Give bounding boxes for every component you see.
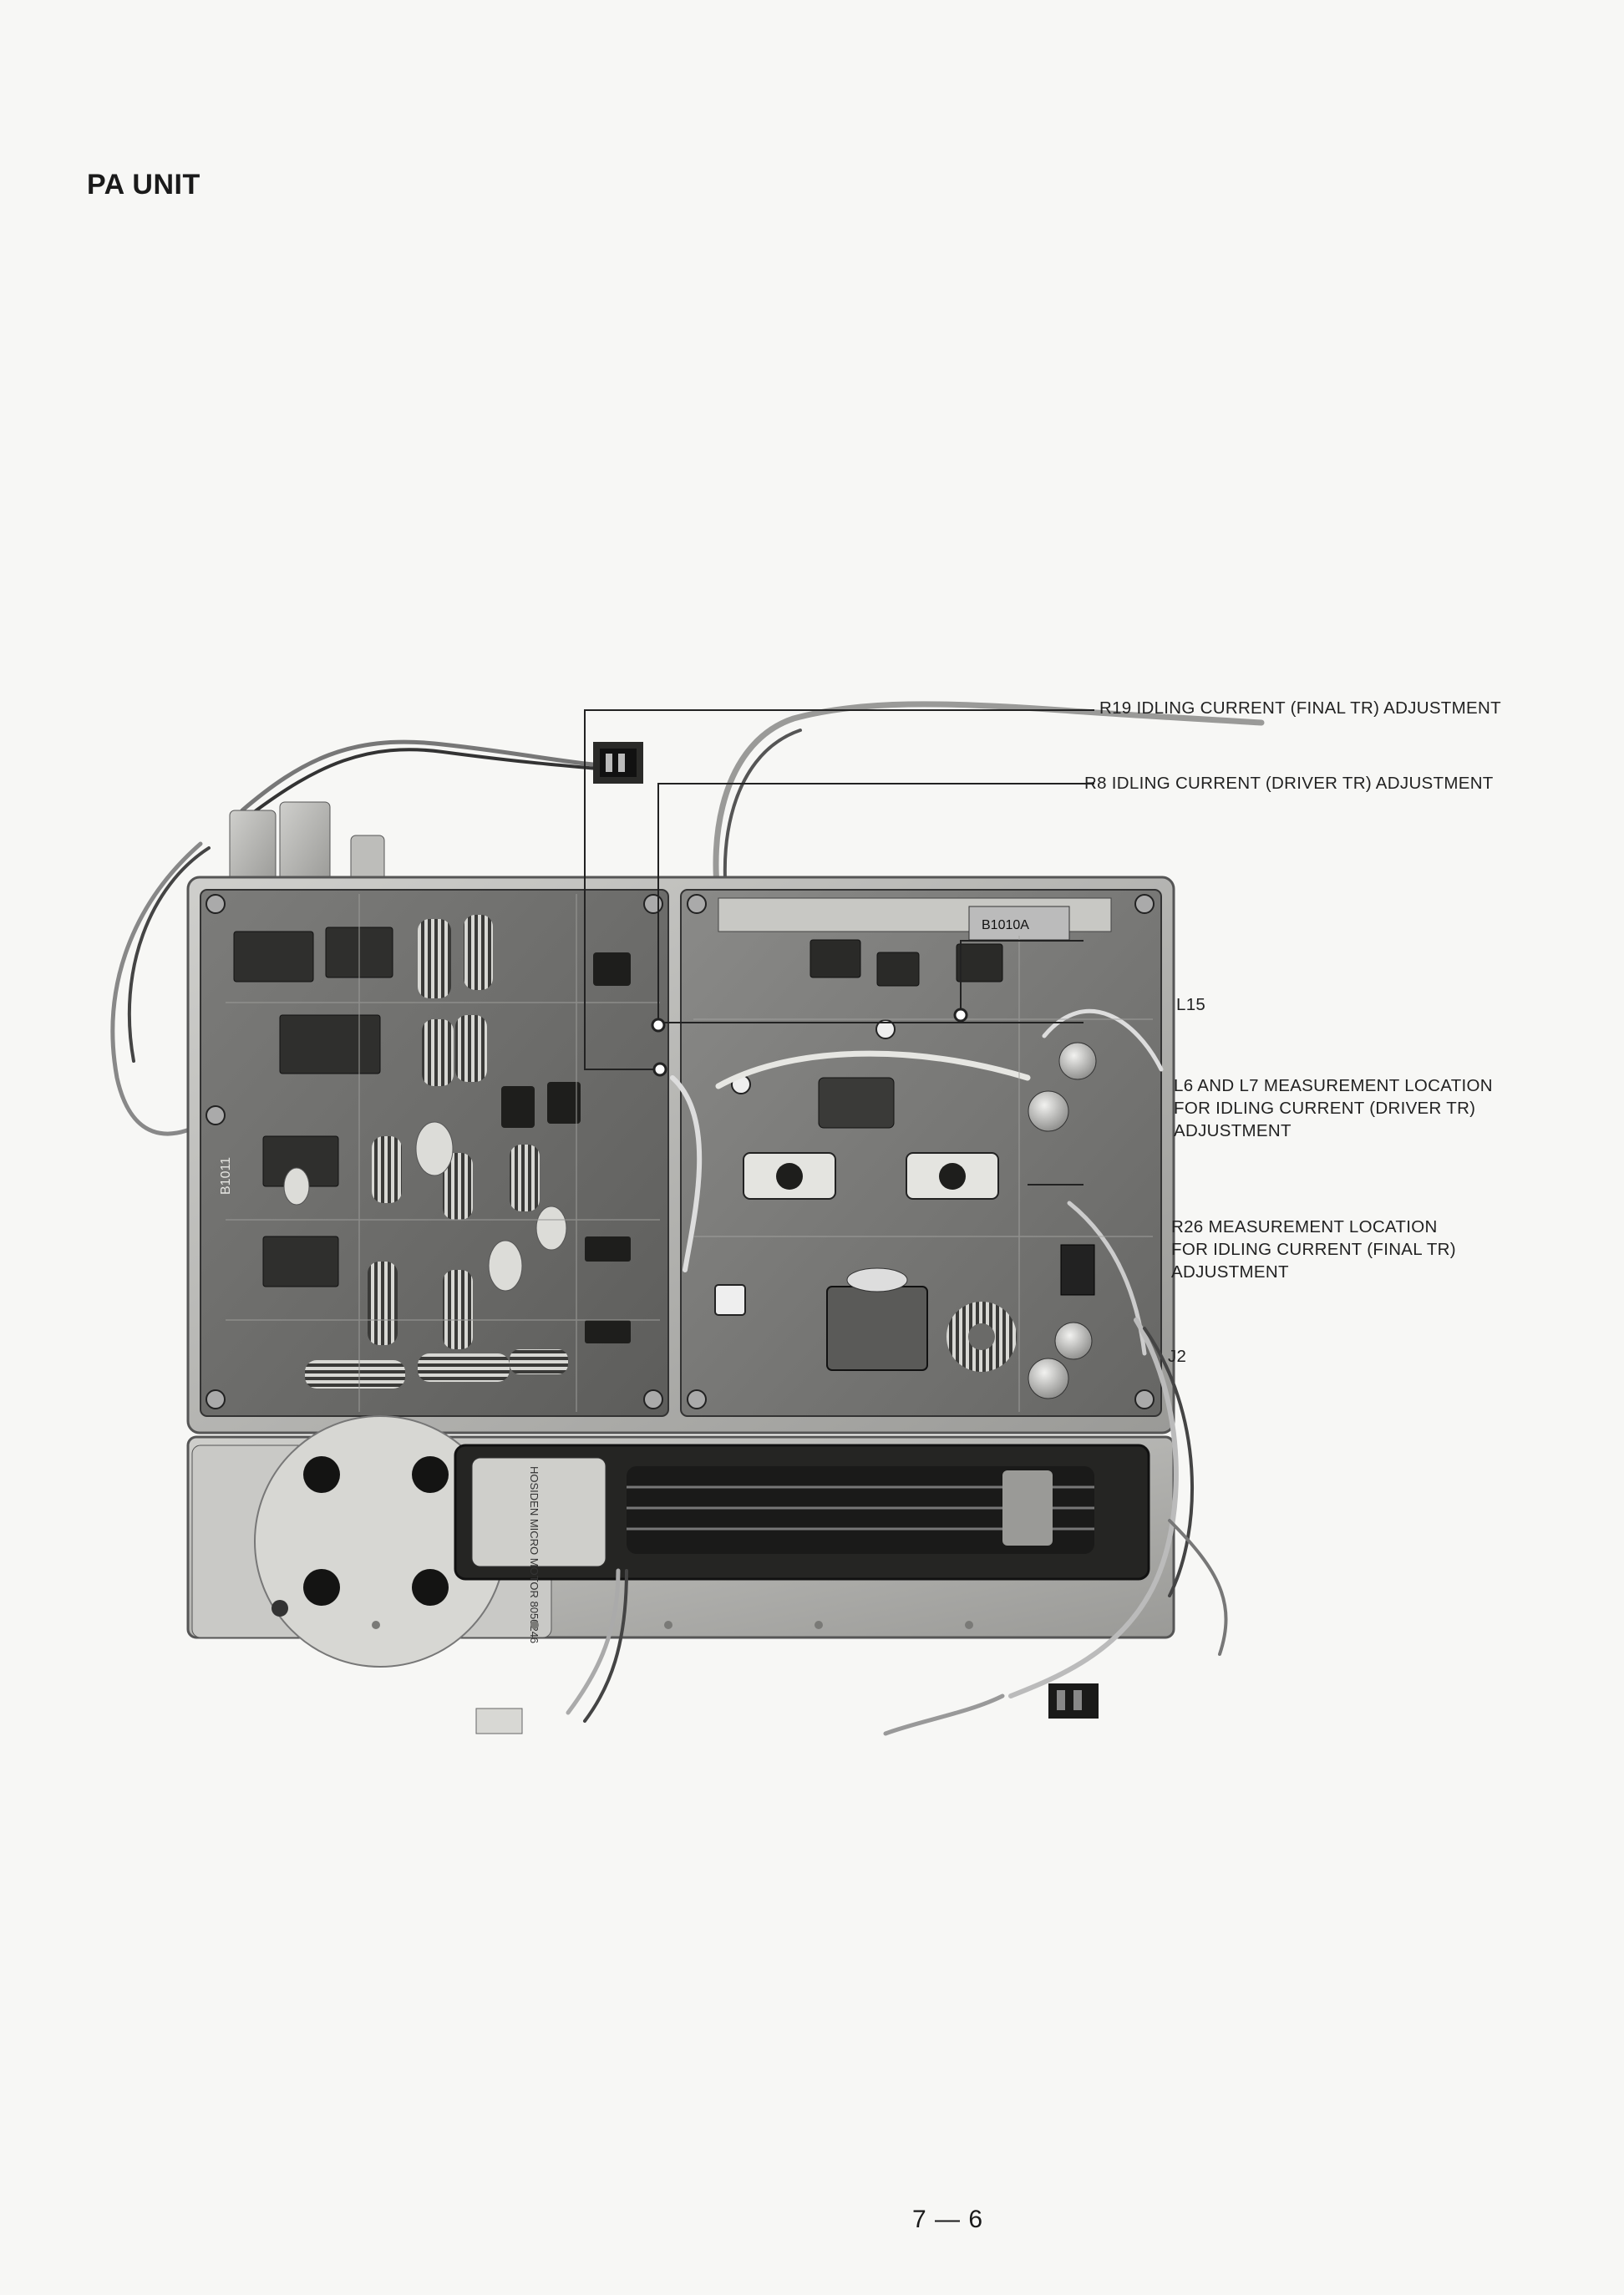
left-board-code: B1011 xyxy=(219,1157,233,1195)
right-board-code: B1010A xyxy=(982,918,1029,932)
callout-l6-l7-measurement: L6 AND L7 MEASUREMENT LOCATION FOR IDLIN… xyxy=(1174,1074,1493,1142)
callout-r19-adjustment: R19 IDLING CURRENT (FINAL TR) ADJUSTMENT xyxy=(1099,698,1501,718)
section-title: PA UNIT xyxy=(87,169,200,201)
callout-r26-measurement: R26 MEASUREMENT LOCATION FOR IDLING CURR… xyxy=(1171,1216,1456,1283)
left-board: B1011 xyxy=(200,889,669,1417)
bottom-cables xyxy=(566,1318,1228,1736)
callout-r26-line-3: ADJUSTMENT xyxy=(1171,1262,1289,1282)
toroid-coils xyxy=(305,915,568,1389)
motor-label: HOSIDEN MICRO MOTOR 8050246 xyxy=(528,1466,540,1643)
callout-r8-adjustment: R8 IDLING CURRENT (DRIVER TR) ADJUSTMENT xyxy=(1084,774,1494,793)
callout-l6-l7-line-3: ADJUSTMENT xyxy=(1174,1121,1292,1140)
callout-l6-l7-line-1: L6 AND L7 MEASUREMENT LOCATION xyxy=(1174,1076,1493,1095)
callout-l6-l7-line-2: FOR IDLING CURRENT (DRIVER TR) xyxy=(1174,1099,1476,1118)
callout-r26-line-2: FOR IDLING CURRENT (FINAL TR) xyxy=(1171,1240,1456,1259)
leader-lines xyxy=(584,709,1094,1186)
antenna-connectors xyxy=(229,801,385,886)
lower-section: HOSIDEN MICRO MOTOR 8050246 xyxy=(186,1415,1175,1668)
top-connector xyxy=(593,742,643,784)
pa-unit-photo: B1011 B1010A xyxy=(110,701,1265,1736)
page-number: 7 — 6 xyxy=(912,2206,984,2233)
bottom-connectors xyxy=(475,1683,1099,1734)
callout-l15: L15 xyxy=(1176,995,1206,1014)
callout-j2: J2 xyxy=(1168,1347,1187,1366)
callout-r26-line-1: R26 MEASUREMENT LOCATION xyxy=(1171,1217,1438,1236)
right-board: B1010A xyxy=(670,889,1164,1417)
